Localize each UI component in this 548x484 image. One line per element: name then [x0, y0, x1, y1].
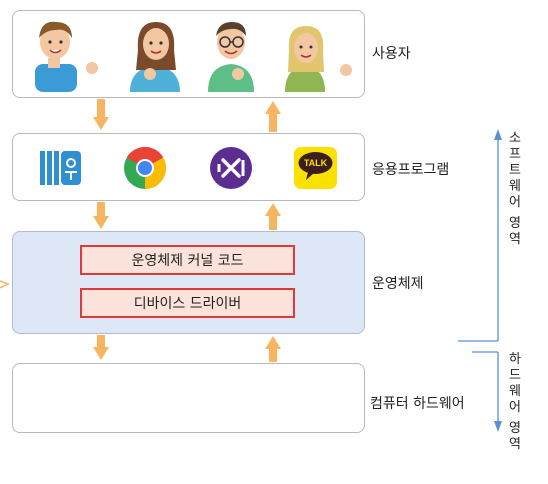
user-man-icon: [35, 21, 98, 92]
user-blonde-woman-icon: [285, 26, 352, 92]
arrow-down-users-to-apps: [93, 99, 109, 130]
kernel-code-label: 운영체제 커널 코드: [131, 253, 244, 269]
arrow-up-os-to-apps: [265, 203, 281, 230]
chrome-icon: [124, 146, 167, 189]
arrow-up-apps-to-users: [265, 101, 281, 132]
left-edge-marker-icon: [0, 280, 10, 289]
hardware-layer-label: 컴퓨터 하드웨어: [370, 396, 465, 412]
user-glasses-man-icon: [208, 22, 254, 92]
hardware-layer-box: [12, 363, 365, 433]
kakaotalk-icon: TALK: [294, 147, 337, 189]
kernel-code-box: 운영체제 커널 코드: [80, 245, 295, 275]
kakaotalk-icon-text: TALK: [304, 158, 328, 168]
hangul-word-icon: [40, 151, 81, 185]
apps-layer-label: 응용프로그램: [372, 162, 450, 178]
device-driver-box: 디바이스 드라이버: [80, 288, 295, 318]
users-layer-label: 사용자: [372, 46, 411, 62]
device-driver-label: 디바이스 드라이버: [133, 296, 242, 312]
software-region-brace: [458, 129, 502, 342]
arrow-down-os-to-hardware: [93, 335, 109, 360]
hardware-region-brace: [472, 351, 502, 432]
arrow-up-hardware-to-os: [265, 336, 281, 362]
os-layer-label: 운영체제: [372, 276, 424, 292]
arrow-down-apps-to-os: [93, 202, 109, 229]
user-woman-icon: [130, 22, 180, 92]
visual-studio-icon: [210, 147, 252, 189]
